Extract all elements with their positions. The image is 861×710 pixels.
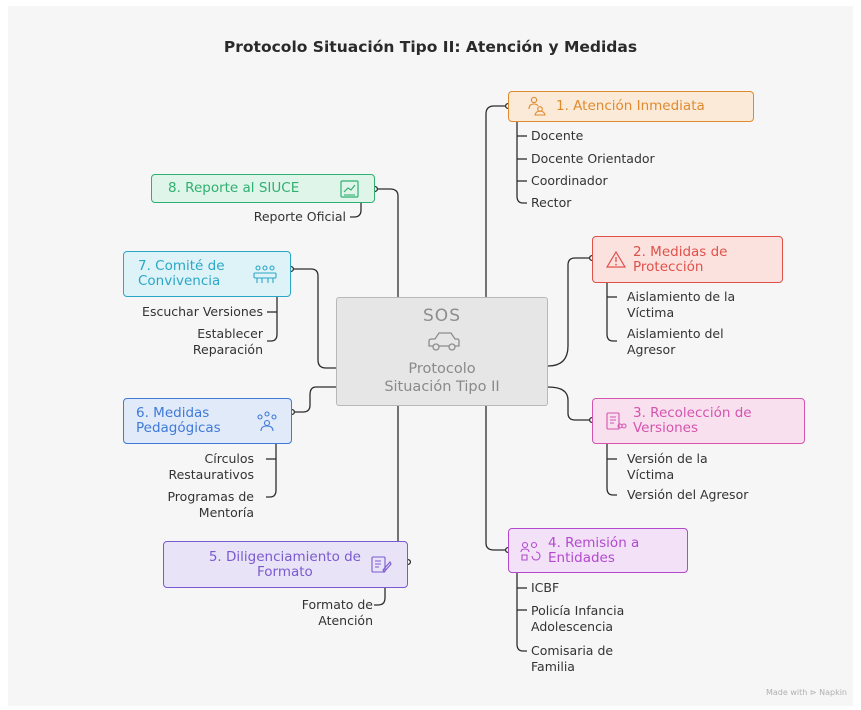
leaf-formato-atencion: Formato de Atención [301, 597, 373, 628]
leaf-establecer-reparacion: Establecer Reparación [192, 326, 263, 357]
node-label: 6. Medidas Pedagógicas [136, 405, 221, 436]
leaf-policia-infancia: Policía Infancia Adolescencia [531, 603, 625, 634]
node-remision-entidades: 4. Remisión a Entidades [508, 528, 688, 573]
leaf-aislamiento-agresor: Aislamiento del Agresor [627, 326, 724, 357]
node-medidas-proteccion: 2. Medidas de Protección [592, 236, 783, 283]
referral-icon [520, 541, 541, 561]
committee-icon [253, 265, 277, 283]
leaf-version-victima: Versión de la Víctima [627, 451, 708, 482]
node-label: 1. Atención Inmediata [556, 98, 705, 114]
document-icon [606, 412, 627, 430]
leaf-aislamiento-victima: Aislamiento de la Víctima [627, 289, 736, 320]
node-label: 5. Diligenciamiento de Formato [208, 548, 361, 580]
node-label: 8. Reporte al SIUCE [168, 180, 300, 196]
central-label: Protocolo Situación Tipo II [384, 361, 500, 395]
node-medidas-pedagogicas: 6. Medidas Pedagógicas [123, 398, 292, 444]
node-atencion-inmediata: 1. Atención Inmediata [508, 91, 754, 122]
central-node: SOS Protocolo Situación Tipo II [336, 297, 548, 406]
node-comite-convivencia: 7. Comité de Convivencia [123, 251, 291, 297]
node-diligenciamiento-formato: 5. Diligenciamiento de Formato [163, 541, 408, 588]
people-icon [528, 96, 546, 116]
leaf-reporte-oficial: Reporte Oficial [253, 209, 346, 224]
form-icon [371, 556, 392, 573]
leaf-coordinador: Coordinador [531, 173, 608, 188]
node-label: 2. Medidas de Protección [633, 243, 728, 275]
node-label: 4. Remisión a Entidades [548, 534, 640, 566]
warning-icon [605, 250, 627, 268]
leaf-docente-orientador: Docente Orientador [531, 151, 655, 166]
node-label: 7. Comité de Convivencia [138, 258, 225, 289]
car-icon [428, 332, 460, 351]
sos-text: SOS [423, 306, 461, 326]
report-icon [340, 180, 359, 198]
leaf-rector: Rector [531, 195, 572, 210]
diagram-title: Protocolo Situación Tipo II: Atención y … [223, 38, 638, 56]
leaf-escuchar-versiones: Escuchar Versiones [142, 304, 263, 319]
leaf-version-agresor: Versión del Agresor [627, 487, 749, 502]
leaf-comisaria-familia: Comisaria de Familia [531, 643, 614, 674]
node-label: 3. Recolección de Versiones [633, 405, 752, 436]
node-recoleccion-versiones: 3. Recolección de Versiones [592, 398, 805, 444]
node-reporte-siuce: 8. Reporte al SIUCE [151, 174, 375, 203]
leaf-icbf: ICBF [531, 580, 560, 595]
leaf-circulos-restaurativos: Círculos Restaurativos [168, 451, 254, 482]
leaf-programas-mentoria: Programas de Mentoría [167, 489, 254, 520]
leaf-docente: Docente [531, 128, 584, 143]
group-icon [257, 411, 277, 432]
napkin-watermark: Made with ⊳ Napkin [766, 688, 847, 697]
